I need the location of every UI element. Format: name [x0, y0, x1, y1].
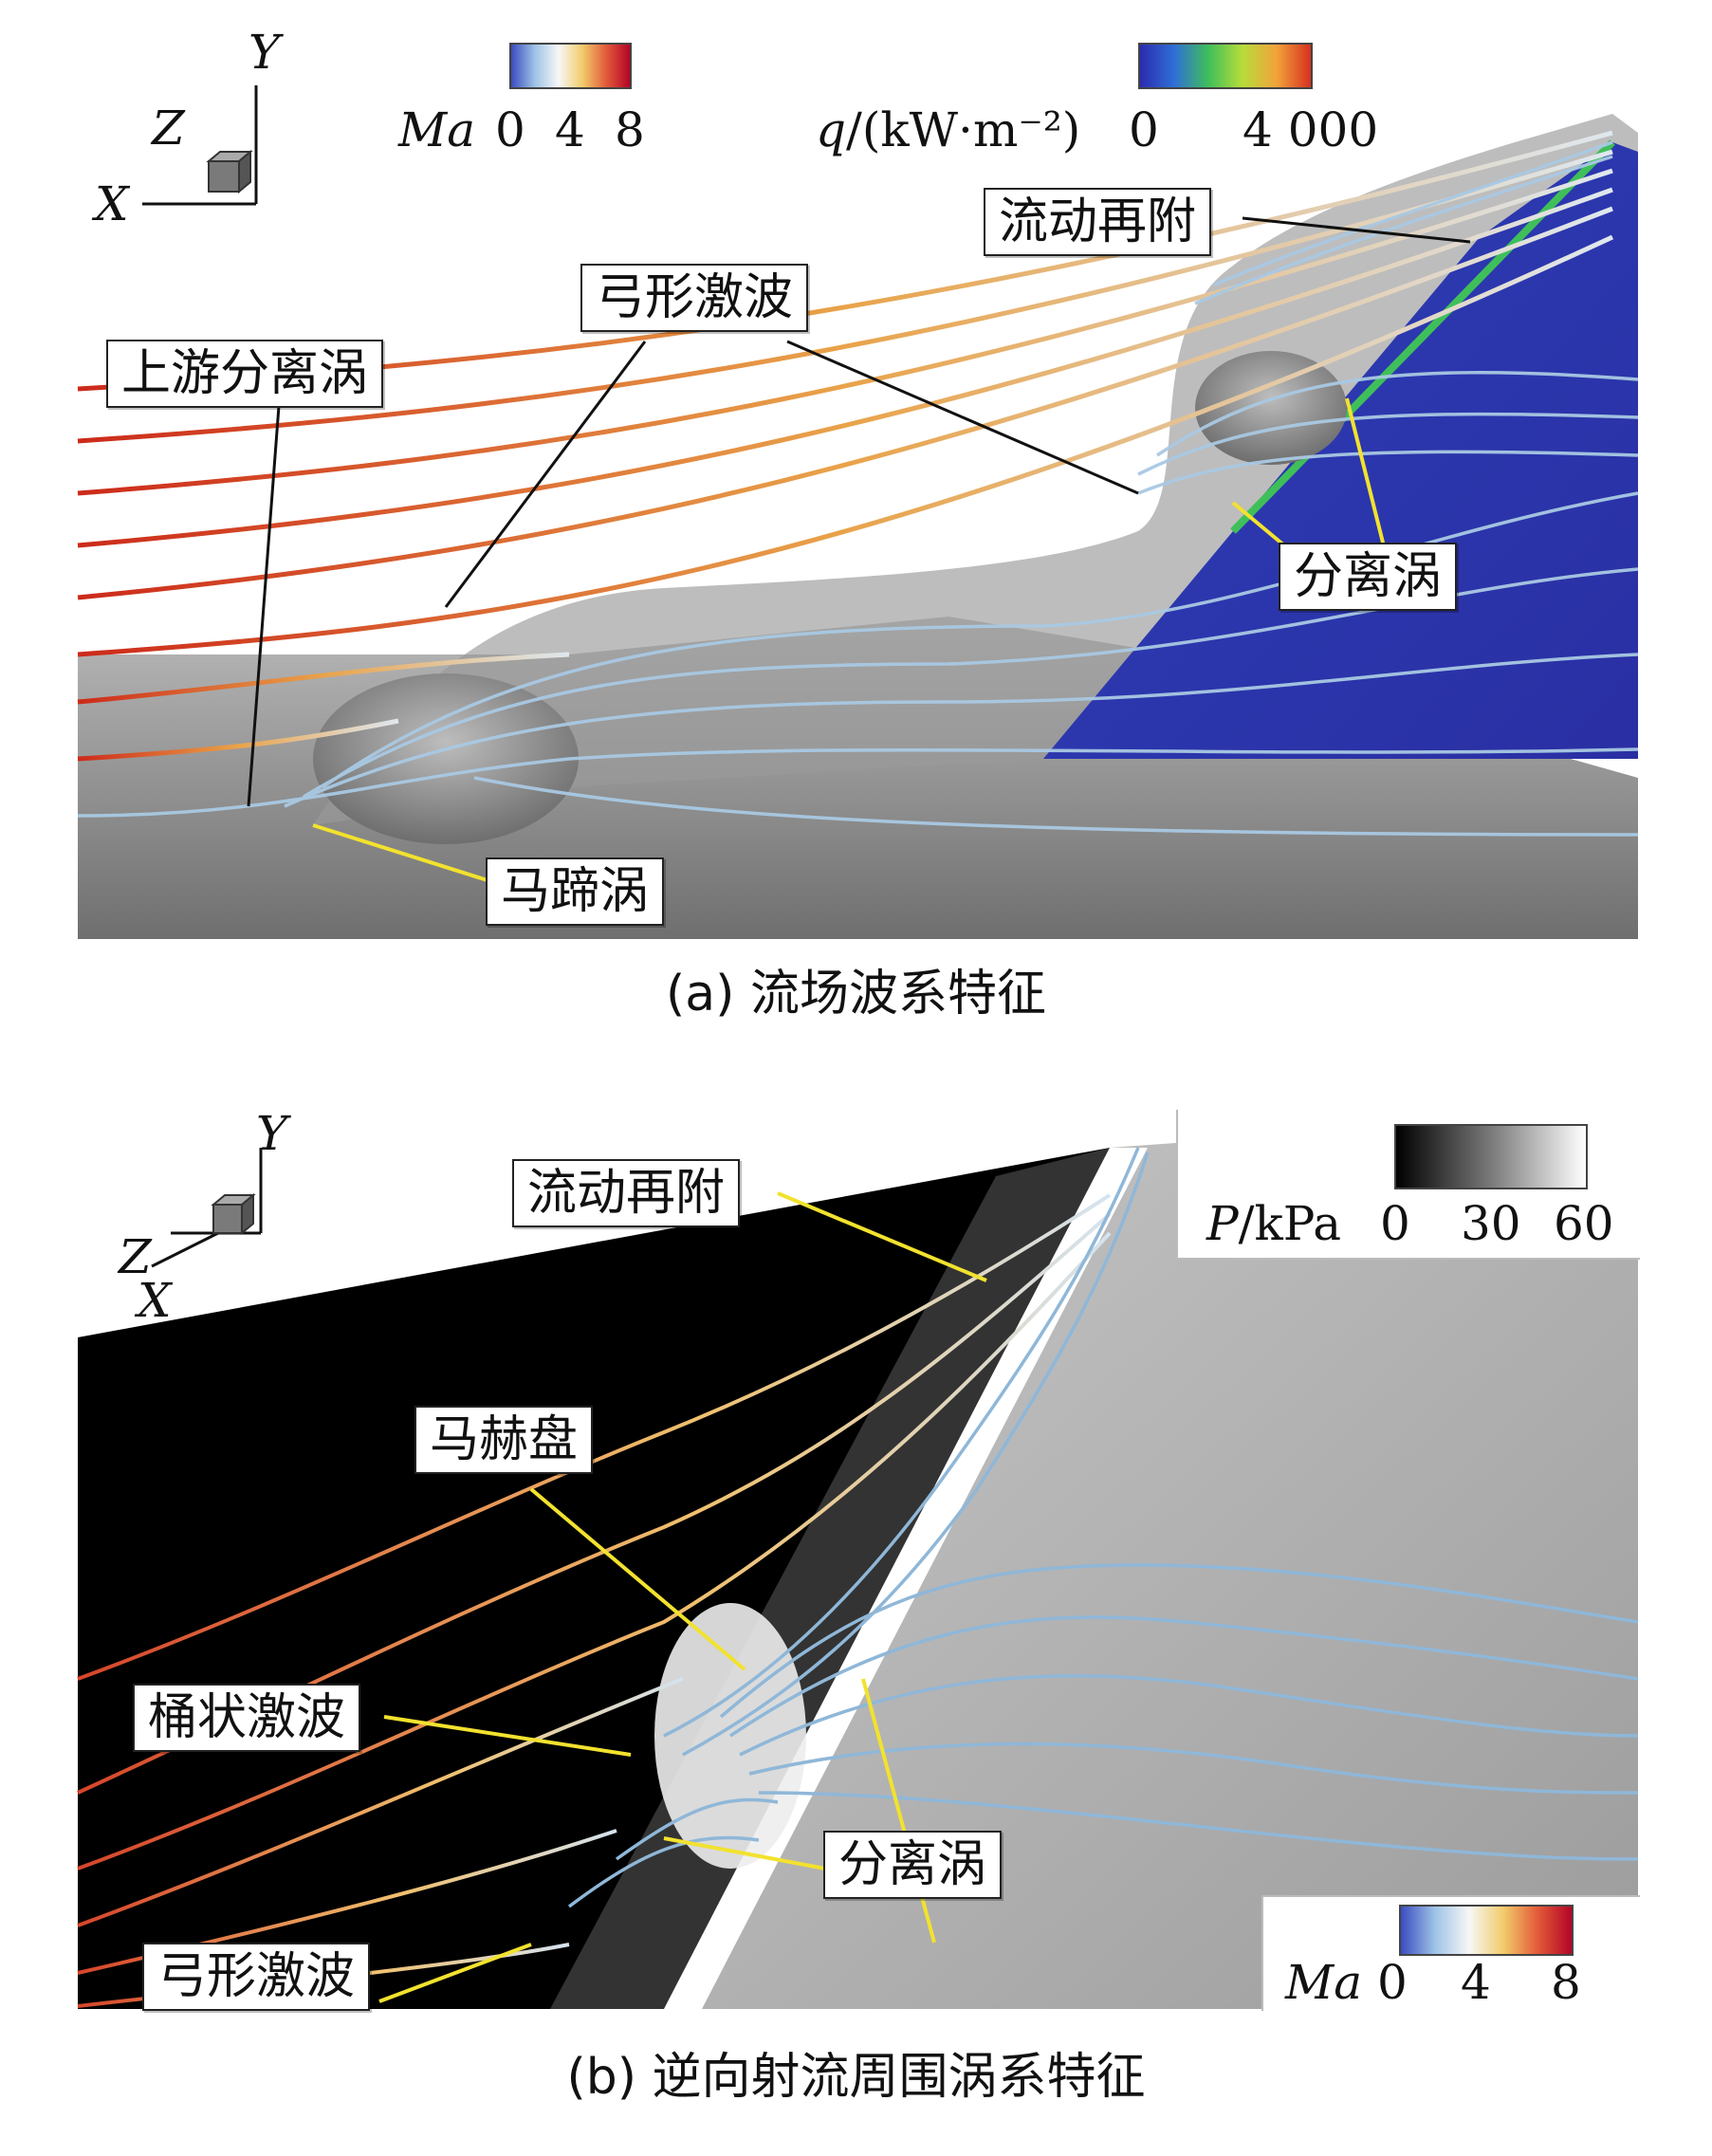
label-horseshoe-vortex: 马蹄涡 — [486, 857, 665, 926]
axis-x-label-b: X — [138, 1273, 172, 1328]
ma-colorbar-b-tick-4: 4 — [1461, 1955, 1491, 2010]
p-colorbar-label-symbol: P — [1206, 1196, 1239, 1251]
q-colorbar — [1138, 43, 1313, 89]
caption-a: (a) 流场波系特征 — [666, 966, 1046, 1023]
caption-b: (b) 逆向射流周围涡系特征 — [566, 2049, 1146, 2106]
q-colorbar-tick-0: 0 — [1129, 102, 1159, 157]
label-bow-shock-a: 弓形激波 — [580, 264, 809, 332]
axis-x-label: X — [95, 176, 129, 231]
ma-colorbar-a-tick-8: 8 — [615, 102, 645, 157]
panel-b-flowfield-image — [77, 1110, 1639, 2009]
ma-colorbar-b-tick-8: 8 — [1551, 1955, 1581, 2010]
ma-colorbar-a-label: Ma — [398, 102, 476, 157]
label-barrel-shock: 桶状激波 — [133, 1684, 361, 1752]
panel-b: Y Z X P/kPa 0 30 60 Ma 0 4 8 流动再附 马赫盘 桶状… — [0, 1072, 1712, 2156]
p-colorbar-tick-0: 0 — [1380, 1196, 1410, 1251]
q-colorbar-tick-4000: 4 000 — [1243, 102, 1379, 157]
panel-a-flowfield-image — [77, 95, 1639, 939]
p-colorbar-tick-30: 30 — [1461, 1196, 1521, 1251]
axis-z-label-b: Z — [119, 1229, 152, 1284]
axis-y-label: Y — [249, 25, 281, 80]
label-reattachment-b: 流动再附 — [512, 1159, 741, 1227]
ma-colorbar-b — [1399, 1905, 1574, 1956]
label-reattachment-a: 流动再附 — [984, 188, 1212, 256]
p-colorbar — [1394, 1124, 1588, 1189]
label-separation-vortex-a: 分离涡 — [1279, 543, 1458, 611]
q-colorbar-label-unit: /(kW·m⁻²) — [846, 102, 1081, 157]
ma-colorbar-b-tick-0: 0 — [1377, 1955, 1408, 2010]
p-colorbar-label-unit: /kPa — [1238, 1196, 1342, 1251]
label-bow-shock-b: 弓形激波 — [142, 1943, 371, 2011]
axis-z-label: Z — [152, 101, 185, 156]
panel-a: Y Z X Ma 0 4 8 q/(kW·m⁻²) 0 4 000 流动再附 弓… — [0, 0, 1712, 1034]
ma-colorbar-a — [509, 43, 632, 89]
axis-triad-a — [142, 85, 258, 206]
q-colorbar-label-symbol: q — [816, 102, 847, 157]
label-separation-vortex-b: 分离涡 — [823, 1831, 1003, 1899]
label-upstream-vortex: 上游分离涡 — [106, 340, 384, 408]
axis-y-label-b: Y — [256, 1106, 288, 1161]
p-colorbar-tick-60: 60 — [1554, 1196, 1614, 1251]
ma-colorbar-a-tick-0: 0 — [495, 102, 525, 157]
ma-colorbar-a-tick-4: 4 — [555, 102, 585, 157]
axis-triad-b — [151, 1148, 263, 1268]
ma-colorbar-b-label: Ma — [1285, 1955, 1363, 2010]
label-mach-disk: 马赫盘 — [414, 1406, 594, 1474]
